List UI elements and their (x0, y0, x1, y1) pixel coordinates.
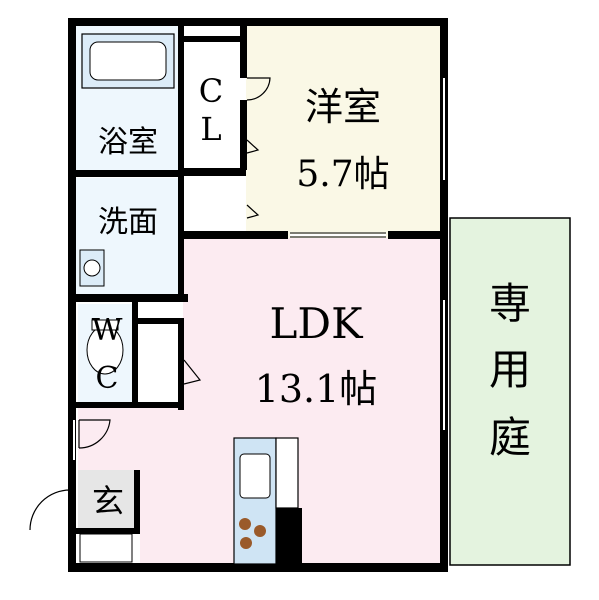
walls (68, 18, 448, 572)
window-frames (290, 78, 447, 430)
garden-area (449, 217, 571, 566)
washroom-label: 洗面 (98, 205, 158, 240)
entrance-room (78, 470, 138, 530)
wc-label-top: W (92, 313, 123, 348)
ldk-lower-left (140, 408, 190, 563)
bath-room-label: 浴室 (98, 125, 158, 160)
ldk-room (183, 238, 444, 563)
wc-label-bottom: C (96, 361, 119, 396)
bathtub (81, 33, 175, 89)
ldk-room-label: LDK (270, 299, 365, 348)
wash-basin (79, 249, 105, 287)
garden-label-3: 庭 (489, 413, 531, 462)
entrance-label: 玄 (92, 482, 124, 520)
shoe-box (79, 533, 133, 563)
closet-lower (183, 176, 241, 231)
western-room-size: 5.7帖 (296, 154, 389, 195)
closet-label-bottom: L (200, 110, 221, 148)
doors (29, 77, 271, 531)
closet-room (183, 42, 241, 168)
windows (73, 78, 445, 460)
ldk-room-size: 13.1帖 (255, 367, 378, 411)
garden-label-2: 用 (489, 345, 531, 394)
hallway (78, 405, 144, 470)
western-room (246, 26, 444, 238)
stove-burners (239, 518, 266, 549)
western-room-label: 洋室 (305, 85, 381, 129)
garden-label-1: 専 (489, 279, 531, 328)
storage-box (140, 324, 178, 402)
toilet (86, 319, 124, 375)
closet-label-top: C (199, 72, 223, 110)
